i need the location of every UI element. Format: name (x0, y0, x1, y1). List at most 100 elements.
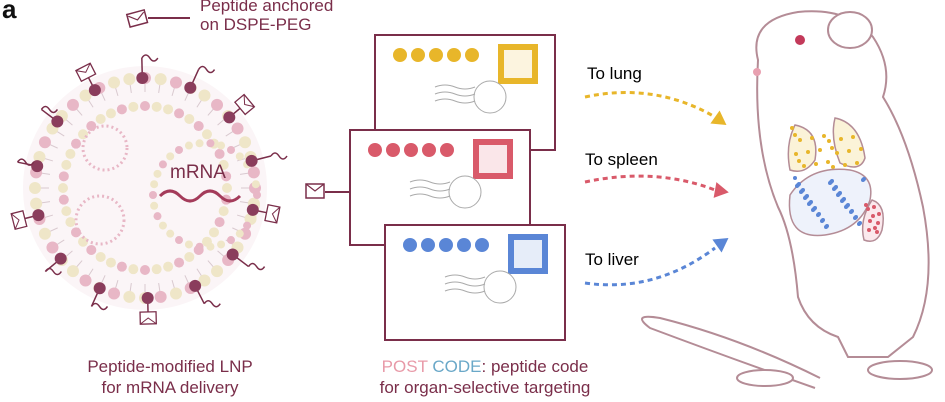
lipid-head (46, 241, 59, 254)
lipid-head (169, 287, 182, 300)
lipid-head (184, 240, 193, 249)
lipid-head (153, 169, 162, 178)
panel-label: a (2, 0, 17, 24)
lipid-head (174, 108, 185, 119)
lipid-head (66, 98, 79, 111)
lipid-head (151, 264, 162, 275)
lipid-head (222, 183, 232, 193)
lipid-head (193, 121, 204, 132)
lnp-caption: Peptide-modified LNP for mRNA delivery (40, 356, 300, 398)
lipid-head (235, 229, 244, 238)
peptide-code-bead (429, 48, 443, 62)
lipid-head (65, 148, 76, 159)
peptide-code-bead (465, 48, 479, 62)
lipid-head (66, 265, 79, 278)
lipid-head (95, 251, 106, 262)
lipid-head (58, 171, 69, 182)
anchor-lipid (54, 252, 67, 265)
lipid-head (150, 180, 159, 189)
liver-icon (514, 240, 542, 268)
lipid-head (221, 171, 232, 182)
peptide-code-bead (368, 143, 382, 157)
peptide-wiggle (141, 54, 159, 62)
lipid-head (195, 242, 204, 251)
lipid-head (154, 73, 167, 86)
post-word: POST (381, 357, 428, 376)
lipid-head (140, 265, 150, 275)
lipid-head (211, 98, 224, 111)
anchor-lipid (32, 209, 45, 222)
lipid-head (30, 197, 43, 210)
lipid-head (33, 151, 46, 164)
lipid-head (231, 122, 244, 135)
lipid-head (61, 159, 72, 170)
postmark-wave (409, 186, 451, 192)
anchor-label-line2: on DSPE-PEG (200, 15, 312, 34)
lipid-head (198, 89, 211, 102)
envelope-icon (305, 183, 325, 199)
route-label-liver: To liver (585, 250, 639, 269)
lnp-particle (10, 54, 288, 325)
anchor-lipid (246, 203, 259, 216)
peptide-code-bead (439, 238, 453, 252)
postmark-icon (473, 80, 507, 114)
lipid-head (211, 265, 224, 278)
route-label-spleen: To spleen (585, 150, 658, 169)
anchor-lipid (88, 84, 101, 97)
lipid-head (128, 264, 139, 275)
lipid-head (153, 212, 162, 221)
lipid-head (206, 242, 215, 251)
lipid-head (174, 257, 185, 268)
postmark-wave (434, 91, 476, 97)
peptide-wiggle (197, 65, 216, 74)
peptide-wiggle (203, 299, 221, 308)
route-arrows (584, 91, 729, 287)
lipid-head (163, 261, 174, 272)
anchor-lipid (226, 248, 239, 261)
postmark-wave (444, 288, 486, 294)
peptide-code-bead (447, 48, 461, 62)
lipid-head (208, 227, 219, 238)
postmark-wave (444, 281, 486, 287)
lipid-head (78, 129, 89, 140)
lipid-head (154, 290, 167, 303)
anchor-lipid (245, 154, 258, 167)
lipid-head (184, 141, 193, 150)
postmark-wave (444, 274, 486, 280)
lipid-head (227, 236, 235, 245)
post-caption-rest: : peptide code (481, 357, 589, 376)
anchor-lipid (51, 115, 64, 128)
postmark-icon (483, 270, 517, 304)
peptide-wiggle (44, 267, 62, 276)
lipid-head (184, 251, 195, 262)
envelope-icon (125, 8, 149, 29)
lipid-head (65, 217, 76, 228)
rat-liver-organ (788, 168, 872, 237)
lipid-head (214, 148, 225, 159)
lnp-caption-line2: for mRNA delivery (101, 378, 239, 397)
route-label-lung: To lung (587, 64, 642, 83)
peptide-wiggle (16, 158, 35, 166)
postmark-wave (409, 193, 451, 199)
post-card-liver (384, 224, 566, 341)
post-caption-line1: POST CODE: peptide code (340, 356, 630, 377)
lipid-head (218, 206, 229, 217)
mrna-strand (158, 189, 242, 203)
peptide-wiggle (90, 302, 109, 311)
lipid-head (58, 194, 69, 205)
anchor-label-line1: Peptide anchored (200, 0, 334, 15)
rat-nose (753, 68, 761, 76)
lipid-head (123, 73, 136, 86)
peptide-wiggle (247, 262, 266, 271)
lipid-head (151, 101, 162, 112)
lipid-head (108, 76, 121, 89)
lipid-head (195, 139, 204, 148)
code-word: CODE (432, 357, 482, 376)
lipid-head (108, 287, 121, 300)
peptide-chains (10, 54, 288, 325)
lipid-head (38, 136, 51, 149)
liver-dots (793, 176, 866, 229)
lipid-head (105, 108, 116, 119)
peptide-code-bead (393, 48, 407, 62)
